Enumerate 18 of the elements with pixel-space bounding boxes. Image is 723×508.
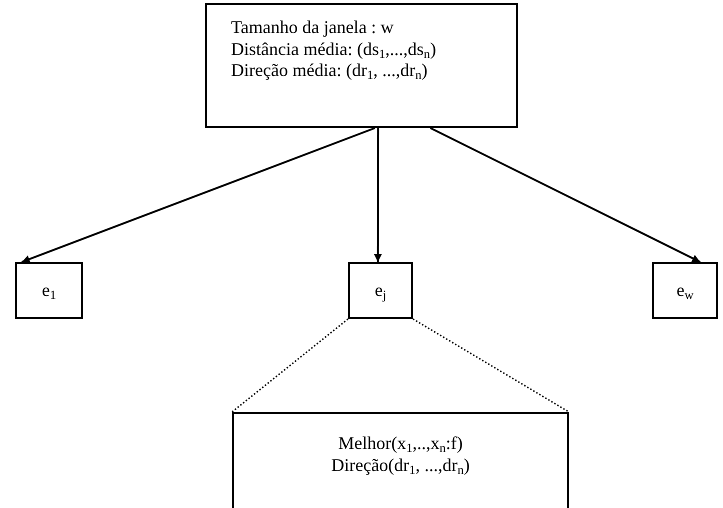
box-text: Distância média: (ds$_{1}$,...,ds$_{n}$) — [231, 38, 436, 60]
dotted-line — [412, 318, 570, 413]
text-box — [205, 3, 518, 128]
arrow — [21, 127, 376, 263]
arrow — [374, 128, 382, 262]
text-box — [15, 262, 83, 319]
text-box — [652, 262, 718, 319]
text-box — [232, 412, 569, 508]
box-text: Melhor(x$_{1}$,..,x$_{n}$:f) — [338, 433, 463, 455]
box-text: e$_{j}$ — [374, 280, 386, 302]
text-box — [348, 262, 413, 319]
arrow — [430, 127, 701, 263]
box-text: Tamanho da janela : w — [231, 17, 394, 39]
box-text: Direção média: (dr$_{1}$, ...,dr$_{n}$) — [231, 60, 428, 82]
dotted-line — [232, 318, 348, 413]
box-text: e$_{1}$ — [42, 280, 56, 302]
box-text: e$_{w}$ — [676, 280, 694, 302]
box-text: Direção(dr$_{1}$, ...,dr$_{n}$) — [331, 455, 470, 477]
